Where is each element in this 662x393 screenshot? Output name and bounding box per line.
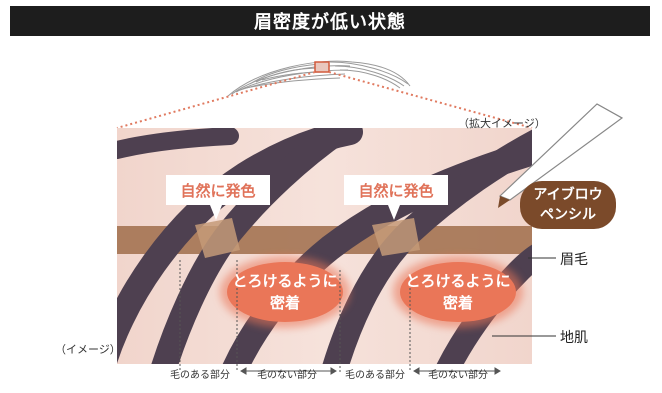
pencil-label-line2: ペンシル: [540, 207, 596, 223]
melt-callout-line2: 密着: [442, 294, 473, 312]
pencil-badge: [520, 181, 616, 229]
natural-color-callout-2: 自然に発色: [358, 181, 434, 200]
pencil-tool: [498, 103, 624, 208]
melt-callout-line1: とろけるように: [405, 272, 511, 290]
color-on-hair: [195, 218, 240, 258]
zoom-lines: [116, 71, 533, 129]
pencil-label: アイブロウ ペンシル: [520, 181, 616, 229]
color-on-hair: [372, 218, 420, 256]
melt-callout-1: とろけるように 密着: [226, 270, 344, 314]
diagram-title-bar: 眉密度が低い状態: [10, 6, 650, 36]
segment-label-hair-2: 毛のある部分: [345, 370, 405, 381]
image-note: （イメージ）: [55, 343, 121, 356]
eyebrow-label: 眉毛: [560, 252, 588, 268]
melt-callout-line2: 密着: [269, 294, 300, 312]
diagram-title: 眉密度が低い状態: [254, 12, 406, 33]
hair-strand: [117, 128, 239, 159]
segment-dividers: [179, 260, 411, 372]
segment-label-hair-1: 毛のある部分: [170, 370, 230, 381]
melt-callout-line1: とろけるように: [232, 272, 338, 290]
zoom-box: [117, 128, 532, 364]
segment-arrows: [240, 367, 501, 375]
natural-color-callout-1: 自然に発色: [180, 181, 256, 200]
segment-label-no-hair-1: 毛のない部分: [257, 370, 317, 381]
melt-callout-2: とろけるように 密着: [399, 270, 517, 314]
segment-label-no-hair-2: 毛のない部分: [428, 370, 488, 381]
zoom-marker: [314, 61, 330, 73]
zoom-label: （拡大イメージ）: [458, 117, 546, 130]
skin-label: 地肌: [560, 330, 588, 346]
pencil-label-line1: アイブロウ: [533, 187, 603, 203]
